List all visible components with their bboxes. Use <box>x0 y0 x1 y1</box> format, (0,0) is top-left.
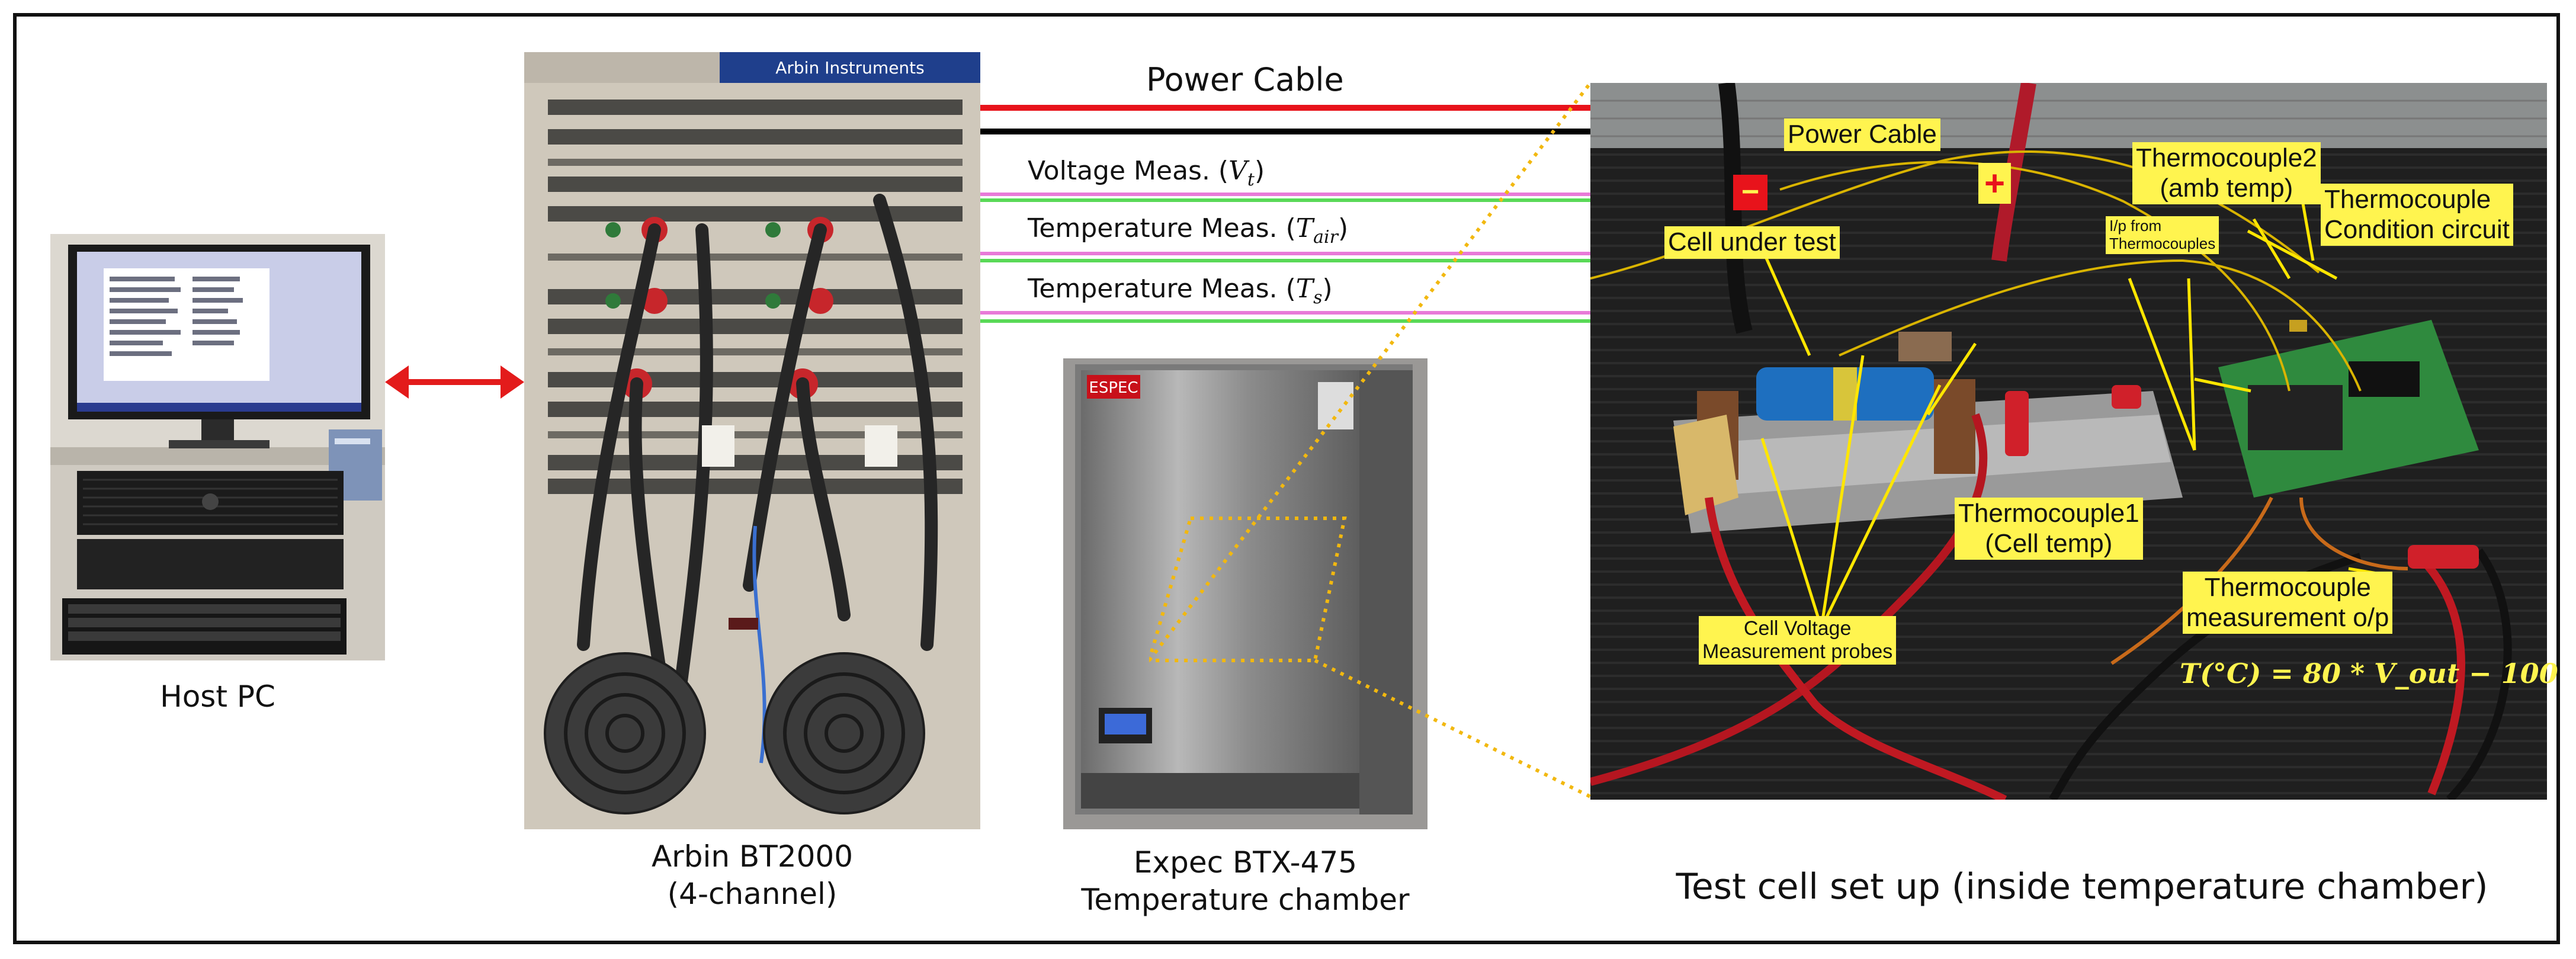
test-cell-caption: Test cell set up (inside temperature cha… <box>1676 866 2488 907</box>
voltage-subscript: t <box>1247 169 1255 190</box>
expec-caption: Expec BTX-475 Temperature chamber <box>1042 844 1448 918</box>
cell-voltage-line2: Measurement probes <box>1702 640 1893 663</box>
thermocouple1-line1: Thermocouple1 <box>1958 499 2139 528</box>
temp-air-meas-label: Temperature Meas. (Tair) <box>1028 213 1349 248</box>
temp-s-meas-text: Temperature Meas. <box>1028 274 1278 304</box>
host-pc-caption: Host PC <box>160 679 275 714</box>
tc-measure-line2: measurement o/p <box>2186 602 2389 632</box>
ip-line1: I/p from <box>2109 217 2162 235</box>
ip-from-thermocouples-label: I/p from Thermocouples <box>2106 216 2219 254</box>
voltage-meas-text: Voltage Meas. <box>1028 156 1210 186</box>
temp-air-meas-text: Temperature Meas. <box>1028 213 1278 243</box>
arbin-caption: Arbin BT2000 (4-channel) <box>580 838 924 912</box>
temp-air-symbol: T <box>1295 213 1314 243</box>
espec-brand: ESPEC <box>1089 379 1138 397</box>
tc-measurement-output-label: Thermocouple measurement o/p <box>2183 572 2393 634</box>
cell-voltage-line1: Cell Voltage <box>1743 617 1852 640</box>
thermocouple1-label: Thermocouple1 (Cell temp) <box>1955 498 2143 560</box>
zoom-dotted-lines <box>1149 83 1592 798</box>
expec-caption-line2: Temperature chamber <box>1081 882 1410 917</box>
tc-condition-line1: Thermocouple <box>2324 185 2491 214</box>
temp-s-subscript: s <box>1313 287 1323 308</box>
expec-chamber-photo: ESPEC <box>1063 358 1427 829</box>
voltage-symbol: V <box>1228 156 1247 186</box>
host-pc-photo <box>50 234 385 660</box>
connection-lines <box>980 105 1590 323</box>
tc-measure-line1: Thermocouple <box>2204 573 2371 602</box>
tc-condition-line2: Condition circuit <box>2324 214 2510 244</box>
thermocouple2-line2: (amb temp) <box>2160 173 2293 203</box>
thermocouple1-line2: (Cell temp) <box>1985 528 2113 558</box>
cell-under-test-label: Cell under test <box>1664 226 1840 259</box>
arbin-caption-line1: Arbin BT2000 <box>651 839 854 874</box>
thermocouple2-line1: Thermocouple2 <box>2136 143 2317 172</box>
tc-condition-circuit-label: Thermocouple Condition circuit <box>2321 184 2514 246</box>
temp-s-symbol: T <box>1295 274 1314 304</box>
plus-terminal-label: + <box>1978 163 2012 204</box>
arbin-brand: Arbin Instruments <box>775 58 925 78</box>
expec-caption-line1: Expec BTX-475 <box>1133 845 1358 880</box>
power-cable-label: Power Cable <box>1146 61 1344 98</box>
temp-s-meas-label: Temperature Meas. (Ts) <box>1028 274 1333 308</box>
minus-terminal-label: − <box>1733 175 1768 210</box>
setup-power-cable-label: Power Cable <box>1784 118 1940 151</box>
tc-conversion-formula: T(°C) = 80 * V_out − 100 <box>2180 657 2558 689</box>
pc-to-arbin-arrow <box>385 365 524 399</box>
voltage-meas-label: Voltage Meas. (Vt) <box>1028 156 1265 190</box>
arbin-cabinet-photo: Arbin Instruments <box>524 52 980 829</box>
ip-line2: Thermocouples <box>2109 234 2216 252</box>
thermocouple2-label: Thermocouple2 (amb temp) <box>2132 142 2321 205</box>
temp-air-subscript: air <box>1313 226 1338 248</box>
arbin-caption-line2: (4-channel) <box>667 876 838 911</box>
cell-voltage-probes-label: Cell Voltage Measurement probes <box>1699 616 1897 665</box>
